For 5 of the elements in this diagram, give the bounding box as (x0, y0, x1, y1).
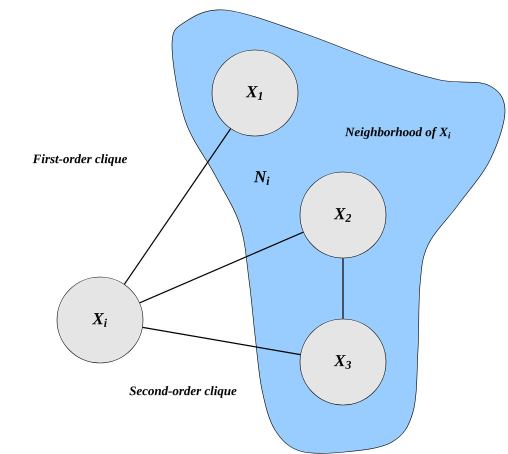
clique-label: First-order clique (32, 154, 128, 166)
connecting-line (140, 232, 304, 304)
connecting-line (124, 128, 232, 285)
connecting-line (342, 258, 344, 319)
connecting-line (142, 326, 300, 356)
